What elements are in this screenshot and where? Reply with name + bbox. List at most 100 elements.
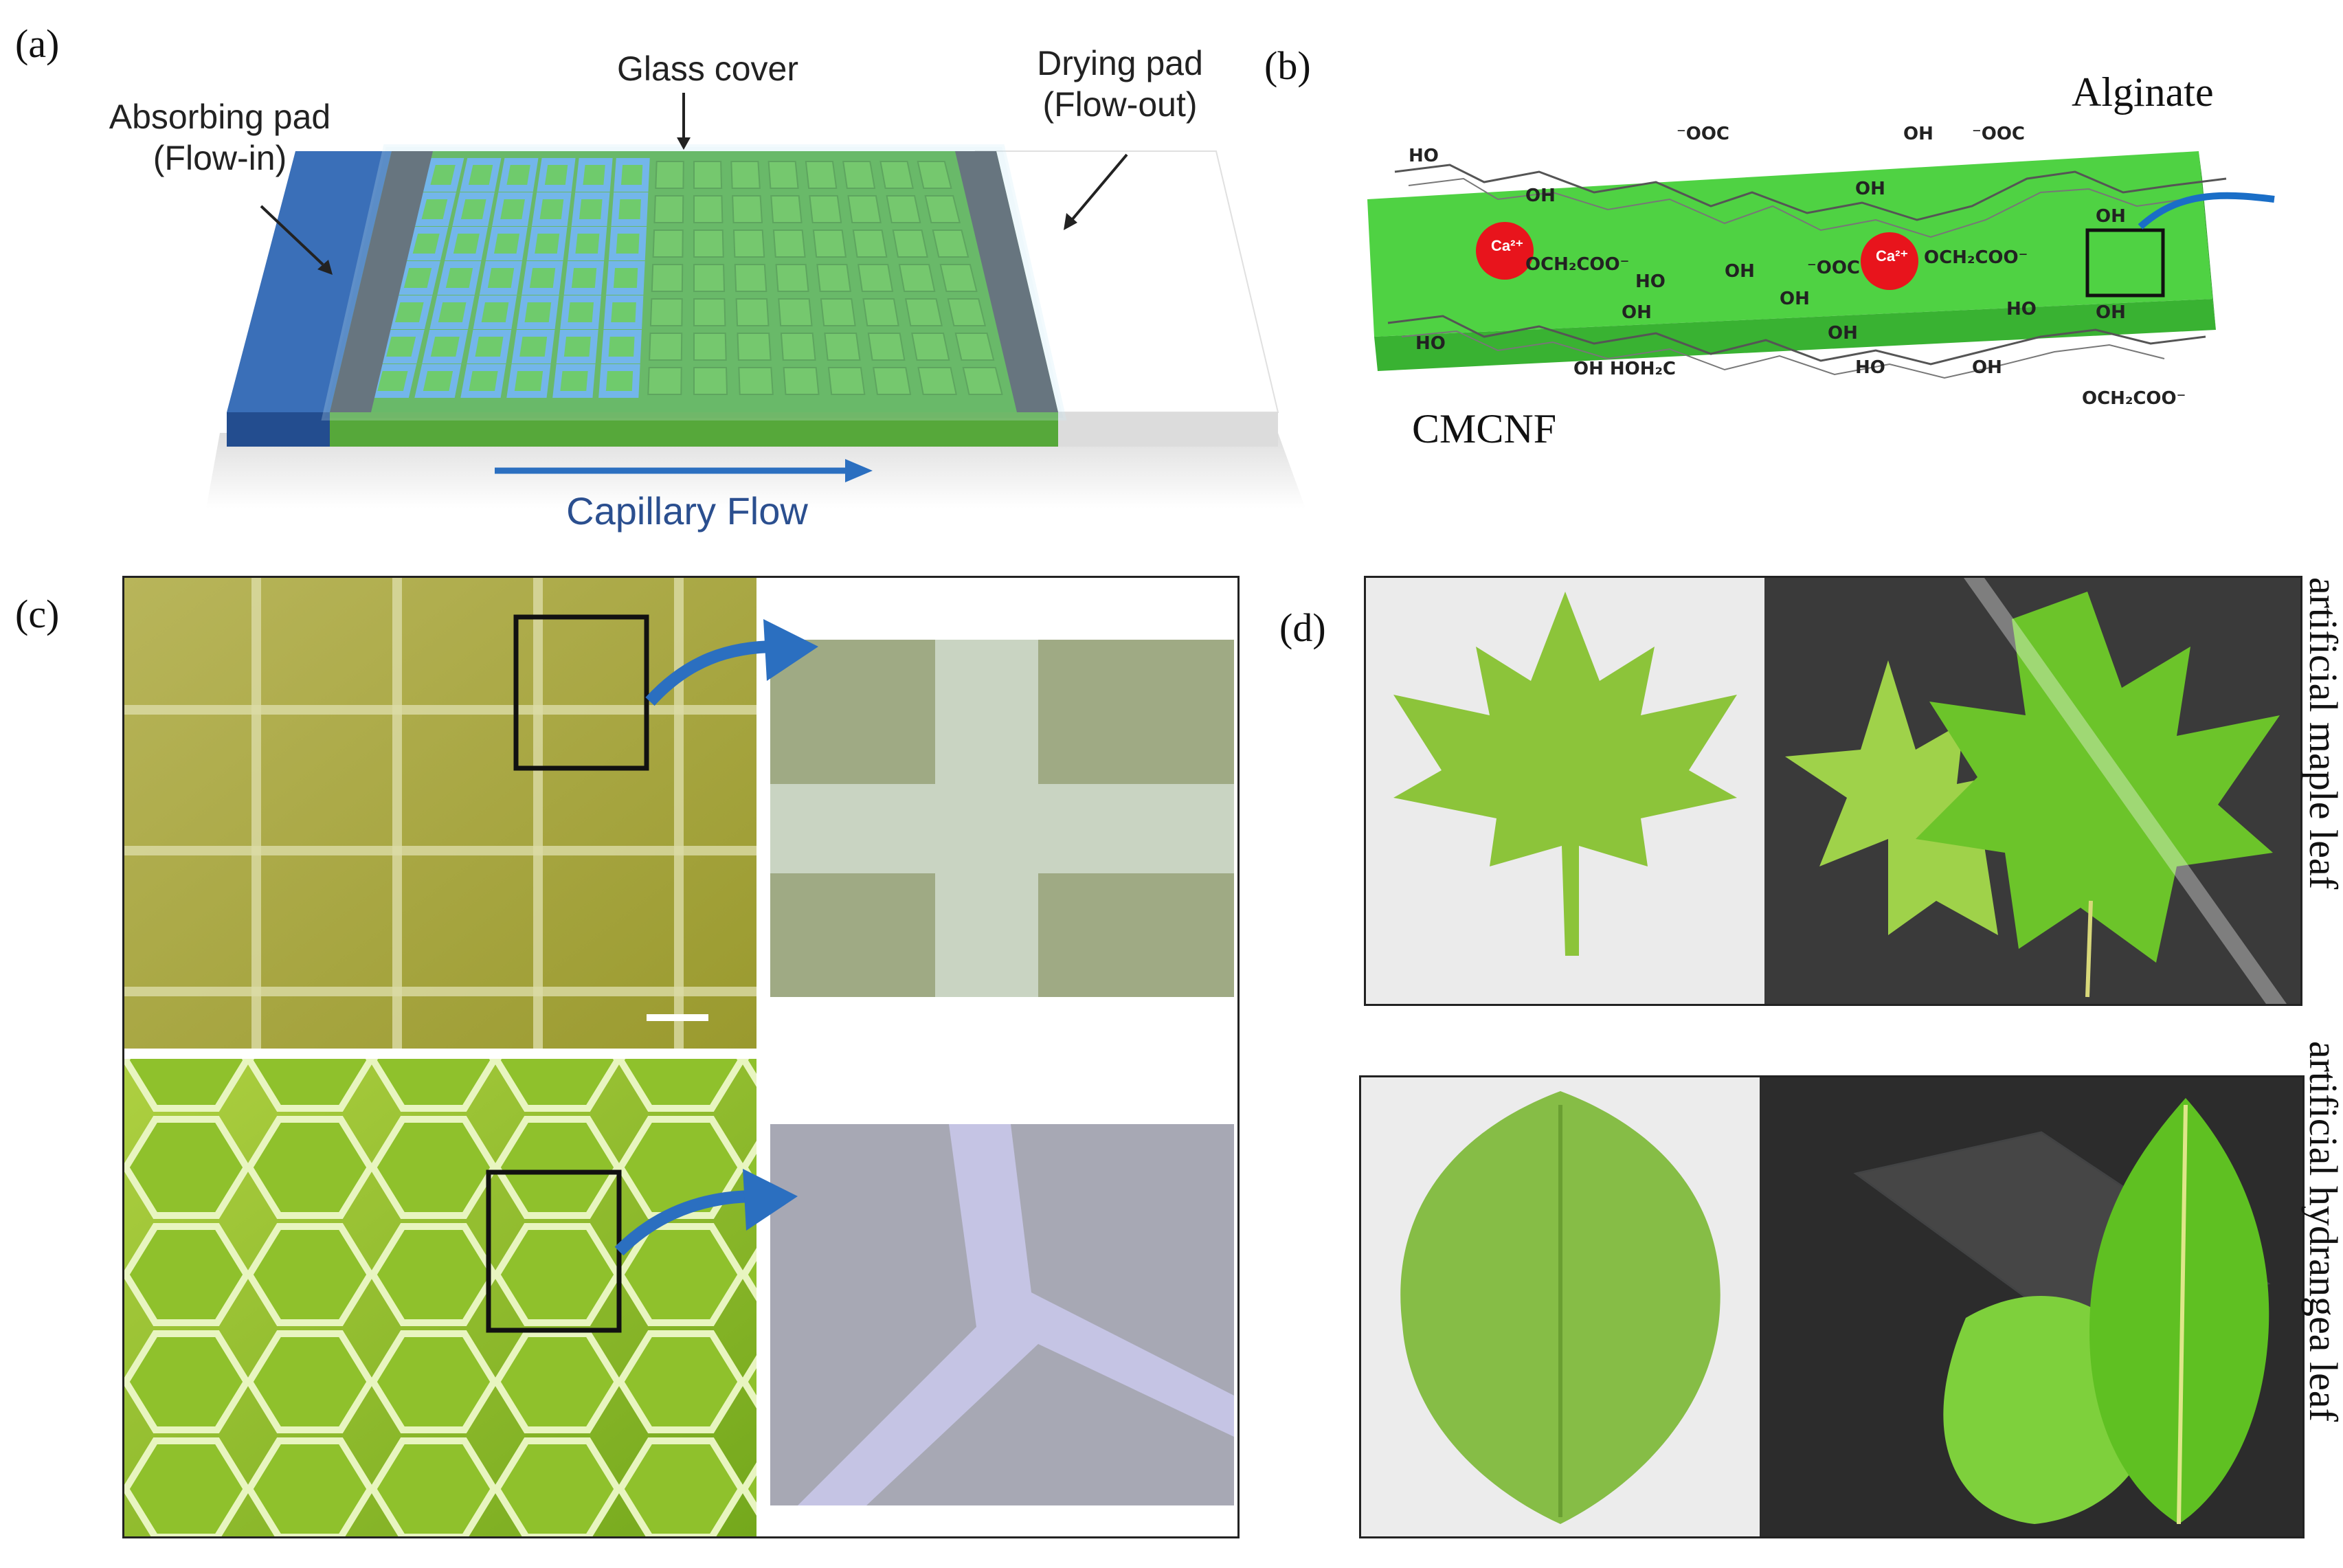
group-label: OCH₂COO⁻: [1924, 247, 2028, 268]
grid-cell: [775, 264, 809, 292]
group-label: OH: [1525, 186, 1556, 206]
grid-cell: [693, 229, 724, 258]
grid-cell: [563, 261, 605, 295]
absorbing-pad-line2: (Flow-in): [153, 139, 287, 177]
grid-cell: [847, 195, 882, 223]
group-label: OCH₂COO⁻: [1525, 254, 1630, 275]
hydrangea-leaf-caption: artificial hydrangea leaf: [2301, 1041, 2343, 1422]
grid-cell: [770, 195, 803, 223]
group-label: OH HOH₂C: [1573, 359, 1677, 379]
grid-cell: [652, 229, 684, 258]
maple-leaf-photo: [1364, 576, 2302, 1006]
cmcnf-label: CMCNF: [1412, 406, 1557, 451]
grid-cell: [498, 158, 539, 192]
group-label: OH: [2096, 206, 2126, 227]
grid-cell: [429, 295, 475, 329]
grid-cell: [575, 158, 613, 192]
group-label: ⁻OOC: [1807, 258, 1861, 278]
drying-pad-label: Drying pad (Flow-out): [1003, 43, 1237, 125]
grid-cell: [867, 333, 906, 361]
group-label: OH: [2096, 302, 2126, 323]
hydrangea-leaf-photo: [1359, 1075, 2305, 1538]
grid-cell: [608, 227, 647, 260]
group-label: ⁻OOC: [1677, 124, 1730, 144]
grid-cell: [460, 364, 506, 398]
grid-cell: [730, 161, 761, 189]
grid-cell: [767, 161, 799, 189]
grid-cell: [911, 333, 950, 361]
grid-cell: [693, 367, 728, 395]
grid-cell: [824, 333, 861, 361]
grid-cell: [917, 161, 952, 189]
grid-cell: [560, 295, 601, 329]
grid-cell: [647, 367, 682, 395]
grid-cell: [924, 195, 961, 223]
group-label: HO: [1855, 357, 1885, 378]
panel-label-d: (d): [1279, 605, 1326, 650]
grid-cell: [460, 158, 502, 192]
maple-leaf-caption: artificial maple leaf: [2301, 577, 2343, 890]
group-label: HO: [1415, 333, 1446, 354]
grid-cell: [820, 298, 856, 326]
group-label: OH: [1855, 179, 1885, 199]
grid-cell: [422, 330, 468, 363]
grid-cell: [522, 261, 563, 295]
group-label: OH: [1780, 289, 1810, 309]
panel-label-c: (c): [15, 592, 60, 636]
group-label: OH: [1622, 302, 1652, 323]
grid-cell: [852, 229, 888, 258]
glass-cover-label: Glass cover: [617, 49, 798, 88]
grid-cell: [445, 227, 489, 260]
grid-cell: [601, 330, 642, 363]
grid-cell: [653, 195, 684, 223]
grid-cell: [772, 229, 806, 258]
grid-cell: [649, 333, 683, 361]
grid-cell: [862, 298, 899, 326]
group-label: OH: [1828, 323, 1858, 344]
grid-cell: [892, 229, 928, 258]
grid-cell: [531, 192, 572, 226]
micrograph-frame: [122, 576, 1240, 1538]
grid-cell: [452, 192, 495, 226]
grid-cell: [732, 195, 763, 223]
grid-cell: [737, 333, 772, 361]
grid-cell: [603, 295, 644, 329]
cmcnf-slab-diagram: [1367, 89, 2316, 447]
grid-cell: [954, 333, 995, 361]
grid-cell: [693, 298, 726, 326]
grid-cell: [571, 192, 610, 226]
grid-cell: [421, 158, 464, 192]
grid-cell: [467, 330, 512, 363]
grid-cell: [932, 229, 969, 258]
grid-cell: [857, 264, 894, 292]
group-label: HO: [1409, 146, 1439, 166]
grid-cell: [734, 264, 767, 292]
grid-cell: [511, 330, 555, 363]
absorbing-pad-line1: Absorbing pad: [109, 98, 331, 136]
grid-cell: [904, 298, 943, 326]
drying-pad-line2: (Flow-out): [1042, 85, 1198, 124]
calcium-ion-1: Ca²⁺: [1491, 237, 1524, 254]
grid-cell: [778, 298, 813, 326]
grid-cell: [492, 192, 533, 226]
grid-cell: [947, 298, 987, 326]
grid-cell: [873, 367, 912, 395]
grid-cell: [809, 195, 842, 223]
grid-cell: [506, 364, 551, 398]
grid-cell: [886, 195, 921, 223]
grid-cell: [816, 264, 851, 292]
capillary-flow-label: Capillary Flow: [566, 489, 808, 533]
grid-cell: [939, 264, 978, 292]
grid-cell: [614, 158, 650, 192]
grid-cell: [412, 192, 456, 226]
grid-cell: [805, 161, 838, 189]
group-label: OH: [1972, 357, 2002, 378]
grid-cell: [403, 227, 449, 260]
grid-cell: [649, 298, 683, 326]
grid-cell: [738, 367, 774, 395]
group-label: HO: [1635, 271, 1666, 292]
panel-label-b: (b): [1264, 43, 1311, 88]
grid-cell: [898, 264, 936, 292]
grid-cell: [537, 158, 576, 192]
grid-cell: [552, 364, 596, 398]
